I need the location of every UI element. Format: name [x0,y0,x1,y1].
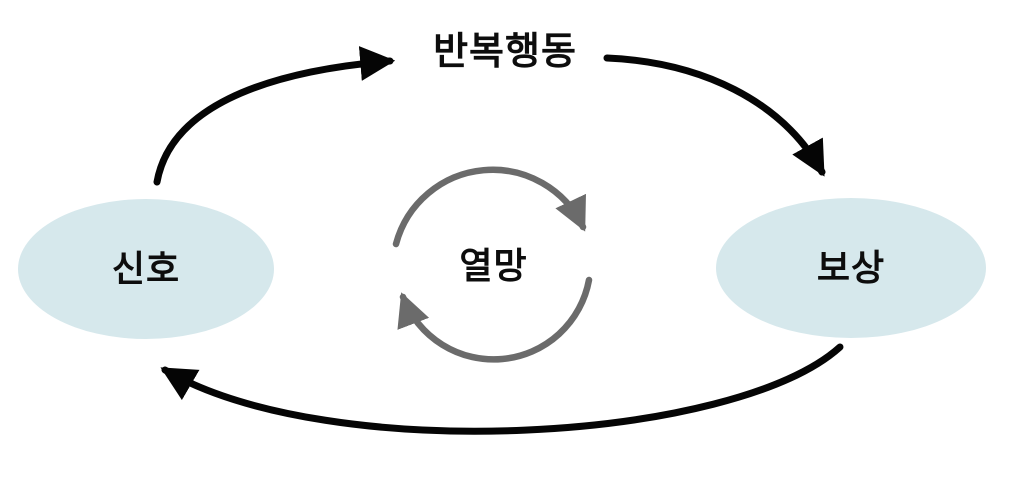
node-cue: 신호 [18,199,274,339]
node-craving: 열망 [380,153,607,379]
craving-label: 열망 [459,245,528,286]
reward-label: 보상 [816,247,886,288]
arrow-reward-to-cue [160,343,844,435]
cue-label: 신호 [111,248,181,289]
arrow-routine-to-reward [603,54,826,177]
arrow-cue-to-routine [153,46,396,186]
routine-label: 반복행동 [433,31,577,73]
node-reward: 보상 [716,198,986,338]
craving-cycle-bottom-arc [397,276,593,363]
craving-cycle-top-arc [392,166,587,248]
